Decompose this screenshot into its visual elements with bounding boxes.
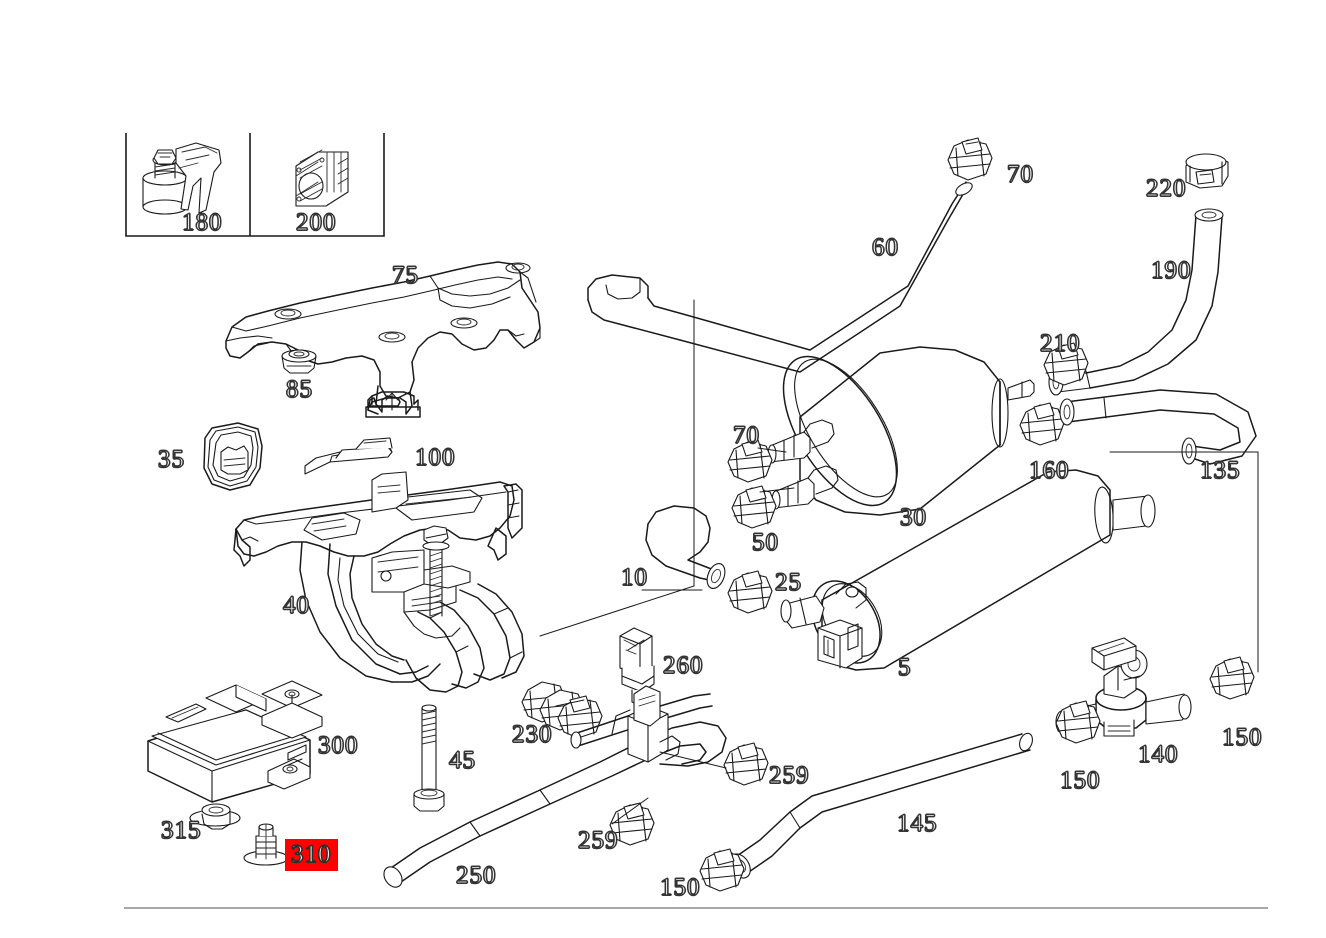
inset-part-180-art: [142, 142, 222, 215]
callout-70: 70: [1006, 161, 1034, 188]
part-135-hose: [1059, 389, 1257, 465]
callout-160: 160: [1028, 457, 1070, 484]
part-259-clamp-left: [609, 802, 655, 846]
callout-70: 70: [732, 422, 760, 449]
inset-part-200-art: [295, 149, 349, 207]
part-30-filter: [767, 346, 1035, 516]
part-160-clamp: [1019, 402, 1065, 446]
callout-45: 45: [448, 747, 476, 774]
part-259-clamp-right: [723, 742, 769, 786]
inset-box: [125, 133, 385, 237]
callout-150: 150: [1221, 724, 1263, 751]
part-145-line: [729, 732, 1033, 879]
callout-135: 135: [1199, 457, 1241, 484]
part-40-bracket: [233, 471, 525, 693]
part-100-strip: [304, 437, 393, 475]
callout-300: 300: [317, 732, 359, 759]
part-70-clamp-filter: [727, 439, 773, 483]
callout-180: 180: [181, 209, 223, 236]
callout-75: 75: [391, 262, 419, 289]
callout-145: 145: [896, 810, 938, 837]
callout-230: 230: [511, 721, 553, 748]
callout-200: 200: [295, 209, 337, 236]
part-310-fastener: [243, 823, 289, 866]
part-70-clamp-top: [947, 137, 993, 181]
part-5-pump: [780, 469, 1156, 671]
part-75-bracket: [225, 261, 541, 418]
callout-150: 150: [659, 874, 701, 901]
part-85-grommet: [281, 349, 317, 374]
callout-50: 50: [751, 529, 779, 556]
part-50-clamp: [731, 485, 777, 529]
callout-260: 260: [662, 652, 704, 679]
part-210-clamp: [1043, 342, 1089, 386]
callout-25: 25: [774, 569, 802, 596]
callout-100: 100: [414, 444, 456, 471]
part-150-clamp-left: [1055, 700, 1101, 744]
callout-150: 150: [1059, 767, 1101, 794]
callout-30: 30: [899, 504, 927, 531]
part-250-line: [383, 685, 727, 888]
callout-310-highlighted: 310: [285, 839, 338, 871]
callout-190: 190: [1150, 257, 1192, 284]
part-150-clamp-right: [1209, 656, 1255, 700]
callout-259: 259: [768, 762, 810, 789]
callout-315: 315: [160, 817, 202, 844]
callout-85: 85: [285, 376, 313, 403]
reference-lines: [539, 299, 1259, 825]
callout-210: 210: [1039, 330, 1081, 357]
callout-220: 220: [1145, 175, 1187, 202]
callout-40: 40: [282, 592, 310, 619]
callout-10: 10: [620, 564, 648, 591]
callout-140: 140: [1137, 741, 1179, 768]
part-35-pad: [203, 422, 263, 491]
part-315-grommet: [189, 803, 241, 830]
part-25-clamp: [727, 570, 773, 614]
part-60-hose: [587, 181, 973, 373]
part-220-clamp: [1185, 153, 1229, 189]
callout-259: 259: [577, 827, 619, 854]
callout-250: 250: [455, 862, 497, 889]
part-10-hose: [645, 505, 726, 589]
callout-60: 60: [871, 234, 899, 261]
callout-35: 35: [157, 446, 185, 473]
part-150-clamp-bottom: [699, 848, 745, 892]
part-300-module: [147, 680, 323, 803]
callout-5: 5: [897, 654, 912, 681]
part-45-bolt: [413, 704, 445, 812]
